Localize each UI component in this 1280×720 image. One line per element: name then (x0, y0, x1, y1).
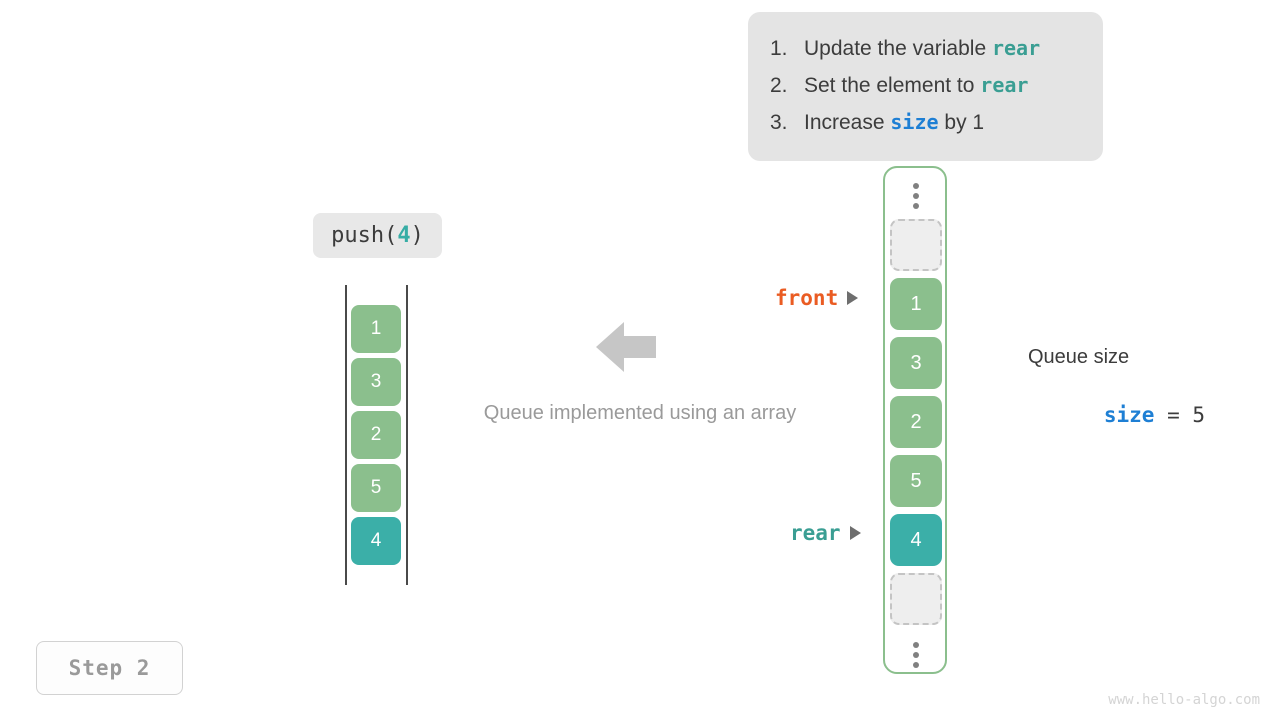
callout-step-code: rear (991, 36, 1041, 60)
rear-pointer: rear (790, 521, 861, 545)
callout-step-1: 1. Update the variable rear (748, 30, 1103, 67)
array-cell: 5 (351, 464, 401, 512)
diagram-caption: Queue implemented using an array (483, 402, 797, 424)
queue-cell: 2 (890, 396, 942, 448)
size-operator: = (1154, 403, 1193, 427)
size-variable-name: size (1103, 403, 1155, 427)
left-arrow-icon (596, 320, 656, 374)
array-cell-list: 1 3 2 5 4 (351, 305, 401, 570)
callout-step-number: 1. (770, 37, 788, 60)
vertical-ellipsis-icon (889, 632, 943, 678)
queue-cell: 3 (890, 337, 942, 389)
callout-step-text-pre: Update the variable (804, 37, 992, 60)
ellipsis-dot (913, 652, 919, 658)
array-cell: 3 (351, 358, 401, 406)
steps-callout: 1. Update the variable rear 2. Set the elem… (748, 12, 1103, 161)
callout-step-text-pre: Set the element to (804, 74, 981, 97)
array-cell: 2 (351, 411, 401, 459)
rear-pointer-arrow-icon (849, 526, 861, 540)
ellipsis-dot (913, 662, 919, 668)
queue-cell: 5 (890, 455, 942, 507)
operation-label: push(4) (313, 213, 442, 258)
queue-size-title: Queue size (1028, 346, 1130, 368)
ellipsis-dot (913, 193, 919, 199)
front-pointer: front (775, 286, 859, 310)
watermark: www.hello-algo.com (1108, 692, 1260, 708)
queue-empty-slot (890, 219, 942, 271)
callout-step-number: 3. (770, 111, 788, 134)
callout-step-number: 2. (770, 74, 788, 97)
ellipsis-dot (913, 183, 919, 189)
callout-step-text-pre: Increase (804, 111, 891, 134)
callout-step-text-post: by 1 (938, 111, 985, 134)
callout-step-2: 2. Set the element to rear (748, 67, 1103, 104)
operation-argument: 4 (397, 223, 411, 248)
queue-size-expression: size = 5 (1028, 379, 1238, 451)
array-right-rail (406, 285, 408, 585)
callout-step-code: rear (980, 73, 1029, 97)
array-left-rail (345, 285, 347, 585)
rear-pointer-label: rear (790, 521, 841, 545)
queue-cell: 1 (890, 278, 942, 330)
step-badge: Step 2 (36, 641, 183, 695)
operation-close-paren: ) (410, 223, 424, 248)
queue-slot-list: 1 3 2 5 4 (889, 173, 943, 678)
array-cell: 4 (351, 517, 401, 565)
operation-name: push( (331, 223, 398, 248)
ellipsis-dot (913, 203, 919, 209)
front-pointer-label: front (775, 286, 839, 310)
array-cell: 1 (351, 305, 401, 353)
callout-step-text: Update the variable rear (804, 30, 1040, 67)
array-diagram: 1 3 2 5 4 (340, 285, 414, 587)
callout-step-text: Set the element to rear (804, 67, 1028, 104)
queue-empty-slot (890, 573, 942, 625)
queue-cell: 4 (890, 514, 942, 566)
vertical-ellipsis-icon (889, 173, 943, 219)
ellipsis-dot (913, 642, 919, 648)
queue-size-readout: Queue size size = 5 (1028, 343, 1238, 451)
callout-step-code: size (890, 110, 939, 134)
front-pointer-arrow-icon (847, 291, 859, 305)
queue-container: 1 3 2 5 4 (883, 166, 947, 674)
callout-step-text: Increase size by 1 (804, 104, 984, 141)
callout-step-3: 3. Increase size by 1 (748, 104, 1103, 141)
size-value: 5 (1192, 403, 1206, 427)
